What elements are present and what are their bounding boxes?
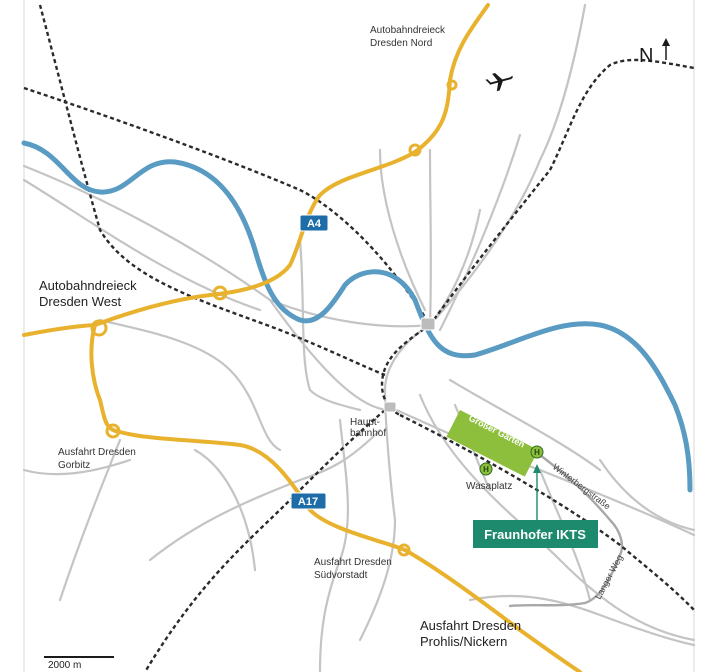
label-suedvorstadt-line2: Südvorstadt bbox=[314, 570, 368, 581]
label-gorbitz-line1: Ausfahrt Dresden bbox=[58, 447, 136, 458]
label-hauptbahnhof: Haupt-bahnhof bbox=[350, 417, 386, 439]
tram-stop-ikts-symbol: H bbox=[534, 448, 540, 457]
junction-nodes bbox=[383, 317, 436, 413]
street-label-langer-weg: Langer Weg bbox=[593, 553, 625, 601]
park-grosser-garten: Großer Garten bbox=[446, 410, 539, 477]
tram-stop-wasaplatz: H bbox=[479, 462, 493, 476]
svg-text:Haupt-bahnhof: Haupt-bahnhof bbox=[350, 417, 386, 439]
label-hauptbahnhof-line1: Haupt- bbox=[350, 417, 380, 428]
north-arrow-icon: N bbox=[639, 38, 670, 67]
tram-stop-ikts: H bbox=[530, 445, 544, 459]
label-dresden-west-line1: Autobahndreieck bbox=[39, 278, 137, 293]
main-streets bbox=[508, 450, 624, 608]
label-hauptbahnhof-line2: bahnhof bbox=[350, 428, 386, 439]
label-prohlis-line1: Ausfahrt Dresden bbox=[420, 618, 521, 633]
highway-sign-a17-text: A17 bbox=[298, 496, 318, 508]
label-dresden-nord-line2: Dresden Nord bbox=[370, 38, 432, 49]
autobahn-loops bbox=[90, 79, 458, 557]
north-letter: N bbox=[639, 45, 653, 67]
scale-bar: 2000 m bbox=[44, 656, 114, 671]
label-prohlis-line2: Prohlis/Nickern bbox=[420, 634, 507, 649]
highway-sign-a4-text: A4 bbox=[307, 218, 322, 230]
river-elbe bbox=[21, 140, 693, 493]
river-label: Elbe bbox=[392, 301, 411, 318]
destination-label: Fraunhofer IKTS bbox=[484, 527, 586, 542]
label-suedvorstadt-line1: Ausfahrt Dresden bbox=[314, 557, 392, 568]
label-wasaplatz: Wasaplatz bbox=[466, 481, 512, 492]
airport-icon bbox=[485, 73, 513, 92]
destination-pointer-head bbox=[533, 464, 541, 473]
scale-label: 2000 m bbox=[48, 660, 81, 671]
minor-roads bbox=[22, 3, 696, 672]
destination-box[interactable]: Fraunhofer IKTS bbox=[473, 520, 598, 548]
label-dresden-nord-line1: Autobahndreieck bbox=[370, 25, 446, 36]
highway-sign-a4: A4 bbox=[299, 214, 329, 232]
label-dresden-west-line2: Dresden West bbox=[39, 294, 122, 309]
label-gorbitz-line2: Gorbitz bbox=[58, 460, 90, 471]
highway-sign-a17: A17 bbox=[290, 492, 327, 510]
tram-stop-wasaplatz-symbol: H bbox=[483, 465, 489, 474]
